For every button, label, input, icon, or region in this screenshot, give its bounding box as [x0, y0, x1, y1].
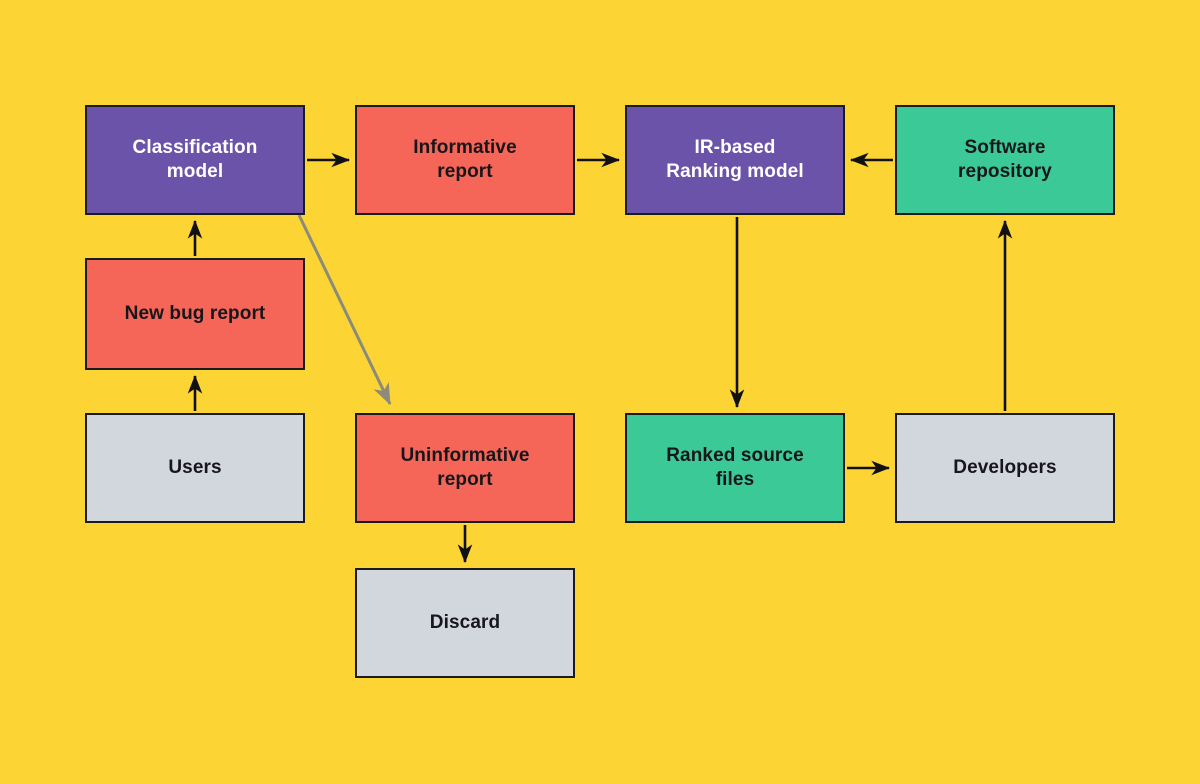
node-ranked-source-files[interactable]: Ranked source files	[625, 413, 845, 523]
node-classification-model[interactable]: Classification model	[85, 105, 305, 215]
node-discard-label: Discard	[429, 611, 501, 633]
node-informative-report-label: Informative report	[413, 136, 517, 182]
node-new-bug-report-label: New bug report	[124, 302, 266, 324]
node-discard[interactable]: Discard	[355, 568, 575, 678]
node-developers-label: Developers	[953, 456, 1057, 478]
node-users[interactable]: Users	[85, 413, 305, 523]
node-informative-report[interactable]: Informative report	[355, 105, 575, 215]
edge-classification-model-to-uninformative-report	[297, 214, 392, 406]
node-uninformative-report[interactable]: Uninformative report	[355, 413, 575, 523]
node-ranked-source-files-label: Ranked source files	[666, 444, 804, 490]
node-new-bug-report[interactable]: New bug report	[85, 258, 305, 370]
node-software-repository-label: Software repository	[958, 136, 1052, 182]
node-users-label: Users	[168, 456, 222, 478]
node-software-repository[interactable]: Software repository	[895, 105, 1115, 215]
node-developers[interactable]: Developers	[895, 413, 1115, 523]
node-ir-based-ranking-model-label: IR-based Ranking model	[666, 136, 804, 182]
node-uninformative-report-label: Uninformative report	[400, 444, 530, 490]
node-ir-based-ranking-model[interactable]: IR-based Ranking model	[625, 105, 845, 215]
node-classification-model-label: Classification model	[132, 136, 258, 182]
